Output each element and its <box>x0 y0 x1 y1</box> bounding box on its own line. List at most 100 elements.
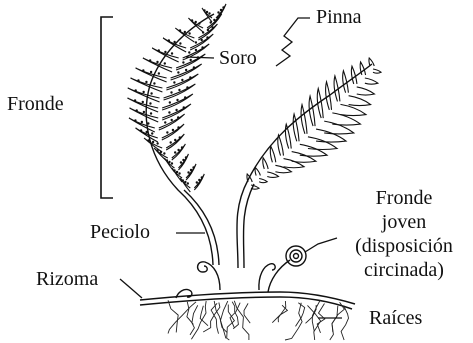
sorus-dot <box>153 82 155 84</box>
sorus-dot <box>150 92 152 94</box>
sorus-dot <box>195 21 197 23</box>
sorus-dot <box>201 39 203 41</box>
root-strand <box>168 302 196 334</box>
sorus-dot <box>164 62 166 64</box>
sorus-dot <box>173 41 175 43</box>
pinna-shape <box>163 38 186 52</box>
pinna-leader <box>276 18 310 66</box>
sorus-dot <box>185 69 187 71</box>
sorus-dot <box>145 131 147 133</box>
pinna-shape <box>263 158 268 169</box>
sorus-dot <box>182 159 184 161</box>
pinna-shape <box>301 105 307 134</box>
sorus-dot <box>196 181 198 183</box>
pinna-shape <box>332 113 360 125</box>
sorus-dot <box>177 149 179 151</box>
sorus-dot <box>170 91 172 93</box>
sorus-dot <box>171 162 173 164</box>
sorus-dot <box>179 136 181 138</box>
pinna-shape <box>164 84 196 100</box>
sorus-dot <box>217 11 219 13</box>
sorus-dot <box>137 79 139 81</box>
pinna-shape <box>270 146 276 162</box>
root-strand <box>227 305 235 340</box>
sorus-dot <box>201 46 203 48</box>
sorus-dot <box>182 61 184 63</box>
sorus-dot <box>145 81 147 83</box>
sorus-dot <box>152 141 154 143</box>
fronde-bracket <box>101 17 113 198</box>
sorus-dot <box>188 32 190 34</box>
sorus-dot <box>184 181 186 183</box>
sorus-dot <box>156 61 158 63</box>
pinna-shape <box>349 96 371 106</box>
sorus-dot <box>188 51 190 53</box>
rizoma-leader <box>120 279 142 298</box>
pinna-shape <box>351 66 357 84</box>
young-frond-center <box>198 262 276 290</box>
sorus-dot <box>217 16 219 18</box>
sorus-dot <box>177 71 179 73</box>
sorus-dot <box>169 101 171 103</box>
sorus-dot <box>198 22 200 24</box>
pinna-shape <box>278 135 284 156</box>
sorus-dot <box>134 89 136 91</box>
sorus-dot <box>164 121 166 123</box>
pinna-shape <box>292 152 316 163</box>
sorus-dot <box>175 109 177 111</box>
pinna-shape <box>166 74 198 90</box>
sorus-dot <box>190 59 192 61</box>
sorus-dot <box>178 89 180 91</box>
sorus-dot <box>134 119 136 121</box>
label-fronde-joven-line1: Fronde <box>337 188 471 208</box>
sorus-dot <box>136 109 138 111</box>
label-fronde: Fronde <box>7 94 64 114</box>
sorus-dot <box>142 101 144 103</box>
root-strand <box>168 300 178 332</box>
sorus-dot <box>172 129 174 131</box>
pinna-shape <box>143 58 172 72</box>
sorus-dot <box>147 139 149 141</box>
sorus-dot <box>192 166 194 168</box>
root-strand <box>244 303 250 323</box>
sorus-dot <box>168 111 170 113</box>
roots <box>168 300 349 340</box>
pinna-shape <box>340 104 366 115</box>
sorus-dot <box>160 151 162 153</box>
sorus-dot <box>220 9 222 11</box>
sorus-dot <box>140 129 142 131</box>
pinna-shape <box>172 144 186 160</box>
sorus-dot <box>176 171 178 173</box>
pinna-shape <box>373 69 381 73</box>
sorus-dot <box>210 21 212 23</box>
sorus-dot <box>177 116 179 118</box>
sorus-dot <box>151 132 153 134</box>
sorus-dot <box>174 151 176 153</box>
sorus-dot <box>150 71 152 73</box>
sorus-dot <box>180 161 182 163</box>
pinna-shape <box>259 179 267 183</box>
root-strand <box>191 301 206 339</box>
sorus-dot <box>166 131 168 133</box>
sorus-dot <box>149 102 151 104</box>
pinna-shape <box>152 48 179 62</box>
pinna-shape <box>267 172 278 177</box>
sorus-dot <box>195 49 197 51</box>
sorus-dot <box>163 152 165 154</box>
pinna-shape <box>136 68 167 82</box>
sorus-dot <box>168 161 170 163</box>
sorus-dot <box>156 142 158 144</box>
pinna-shape <box>284 159 305 168</box>
sorus-dot <box>164 51 166 53</box>
sorus-dot <box>179 29 181 31</box>
sorus-dot <box>187 182 189 184</box>
sorus-dot <box>177 126 179 128</box>
label-fronde-joven-line2: joven <box>337 212 471 232</box>
sorus-dot <box>142 69 144 71</box>
sorus-dot <box>184 31 186 33</box>
sorus-dot <box>158 49 160 51</box>
sorus-dot <box>150 112 152 114</box>
sorus-dot <box>143 111 145 113</box>
sorus-dot <box>158 72 160 74</box>
